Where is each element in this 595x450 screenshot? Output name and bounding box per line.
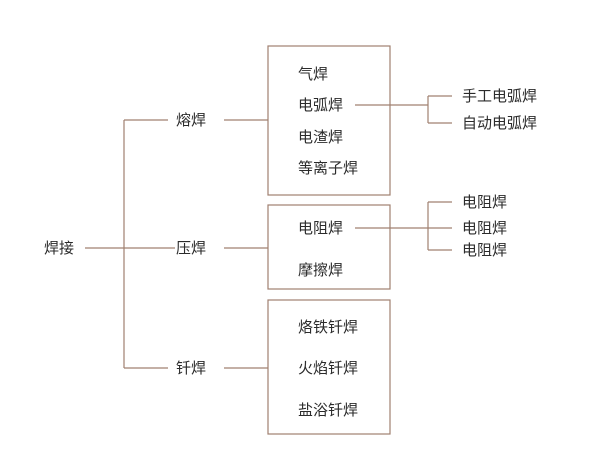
method-label: 火焰钎焊 (298, 359, 359, 377)
root-label: 焊接 (44, 239, 75, 257)
method-label: 烙铁钎焊 (298, 318, 359, 336)
subtype-label: 自动电弧焊 (462, 114, 538, 132)
pressure-methods-box (267, 204, 391, 290)
subtype-label: 电阻焊 (462, 219, 508, 237)
subtype-label: 电阻焊 (462, 193, 508, 211)
subtype-label: 手工电弧焊 (462, 87, 538, 105)
fusion-methods-box (267, 45, 391, 196)
subtype-label: 电阻焊 (462, 241, 508, 259)
method-label: 电阻焊 (298, 219, 344, 237)
method-label: 气焊 (298, 65, 329, 83)
brazing-methods-box (267, 299, 391, 435)
category-label-brazing: 钎焊 (176, 359, 207, 377)
method-label: 等离子焊 (298, 159, 359, 177)
method-label: 摩擦焊 (298, 261, 344, 279)
method-label: 盐浴钎焊 (298, 401, 359, 419)
category-label-fusion: 熔焊 (176, 111, 207, 129)
method-label: 电弧焊 (298, 96, 344, 114)
method-label: 电渣焊 (298, 128, 344, 146)
category-label-pressure: 压焊 (176, 239, 207, 257)
